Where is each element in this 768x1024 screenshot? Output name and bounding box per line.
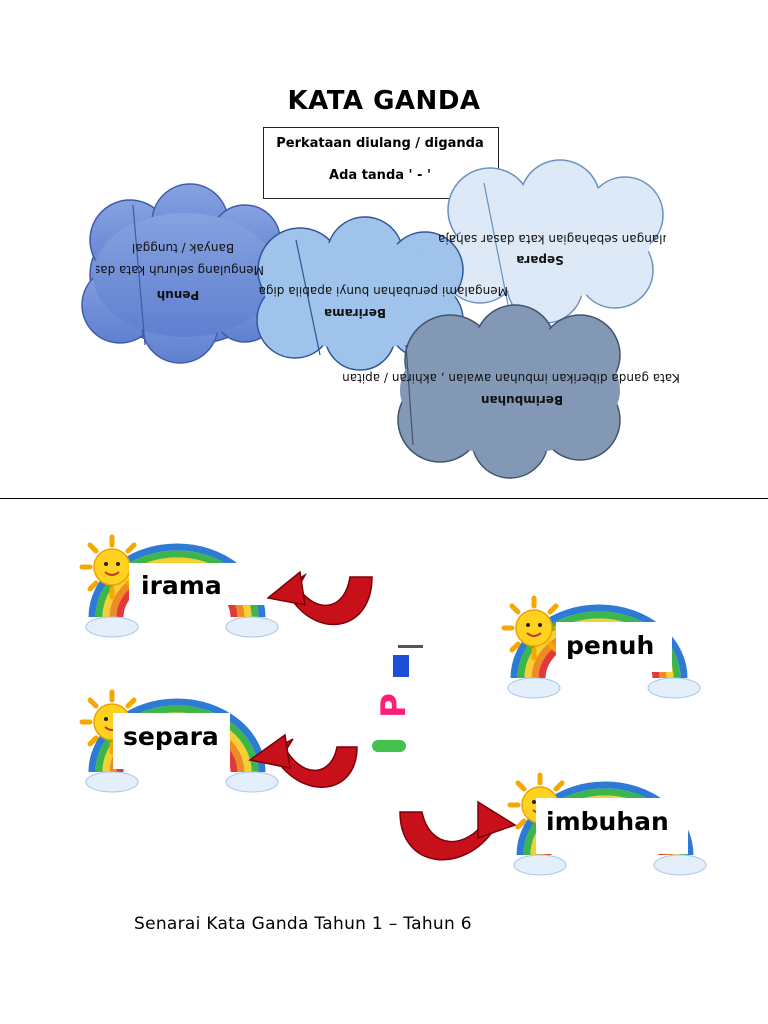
cloud-penuh xyxy=(81,183,281,364)
footer-caption: Senarai Kata Ganda Tahun 1 – Tahun 6 xyxy=(134,914,472,934)
center-green-mark xyxy=(372,740,406,752)
curved-arrow-imbuhan xyxy=(399,800,517,861)
word-card-separa: separa xyxy=(113,713,230,769)
center-letter: P xyxy=(374,693,414,718)
section-divider xyxy=(0,498,768,499)
word-card-penuh: penuh xyxy=(556,622,672,672)
curved-arrow-separa xyxy=(248,733,358,788)
cloud-separa xyxy=(441,159,664,324)
cloud-berimbuhan xyxy=(397,304,621,479)
curved-arrow-irama xyxy=(266,570,373,626)
cloud-diagram xyxy=(81,159,664,479)
definition-line-2: Ada tanda ' - ' xyxy=(329,168,431,183)
page-title: KATA GANDA xyxy=(287,86,481,116)
word-card-imbuhan: imbuhan xyxy=(536,798,688,854)
cloud-berirama xyxy=(256,216,464,371)
definition-line-1: Perkataan diulang / diganda xyxy=(276,136,484,151)
center-blue-bar xyxy=(393,655,409,677)
word-card-irama: irama xyxy=(129,563,267,605)
center-dash xyxy=(398,645,423,648)
